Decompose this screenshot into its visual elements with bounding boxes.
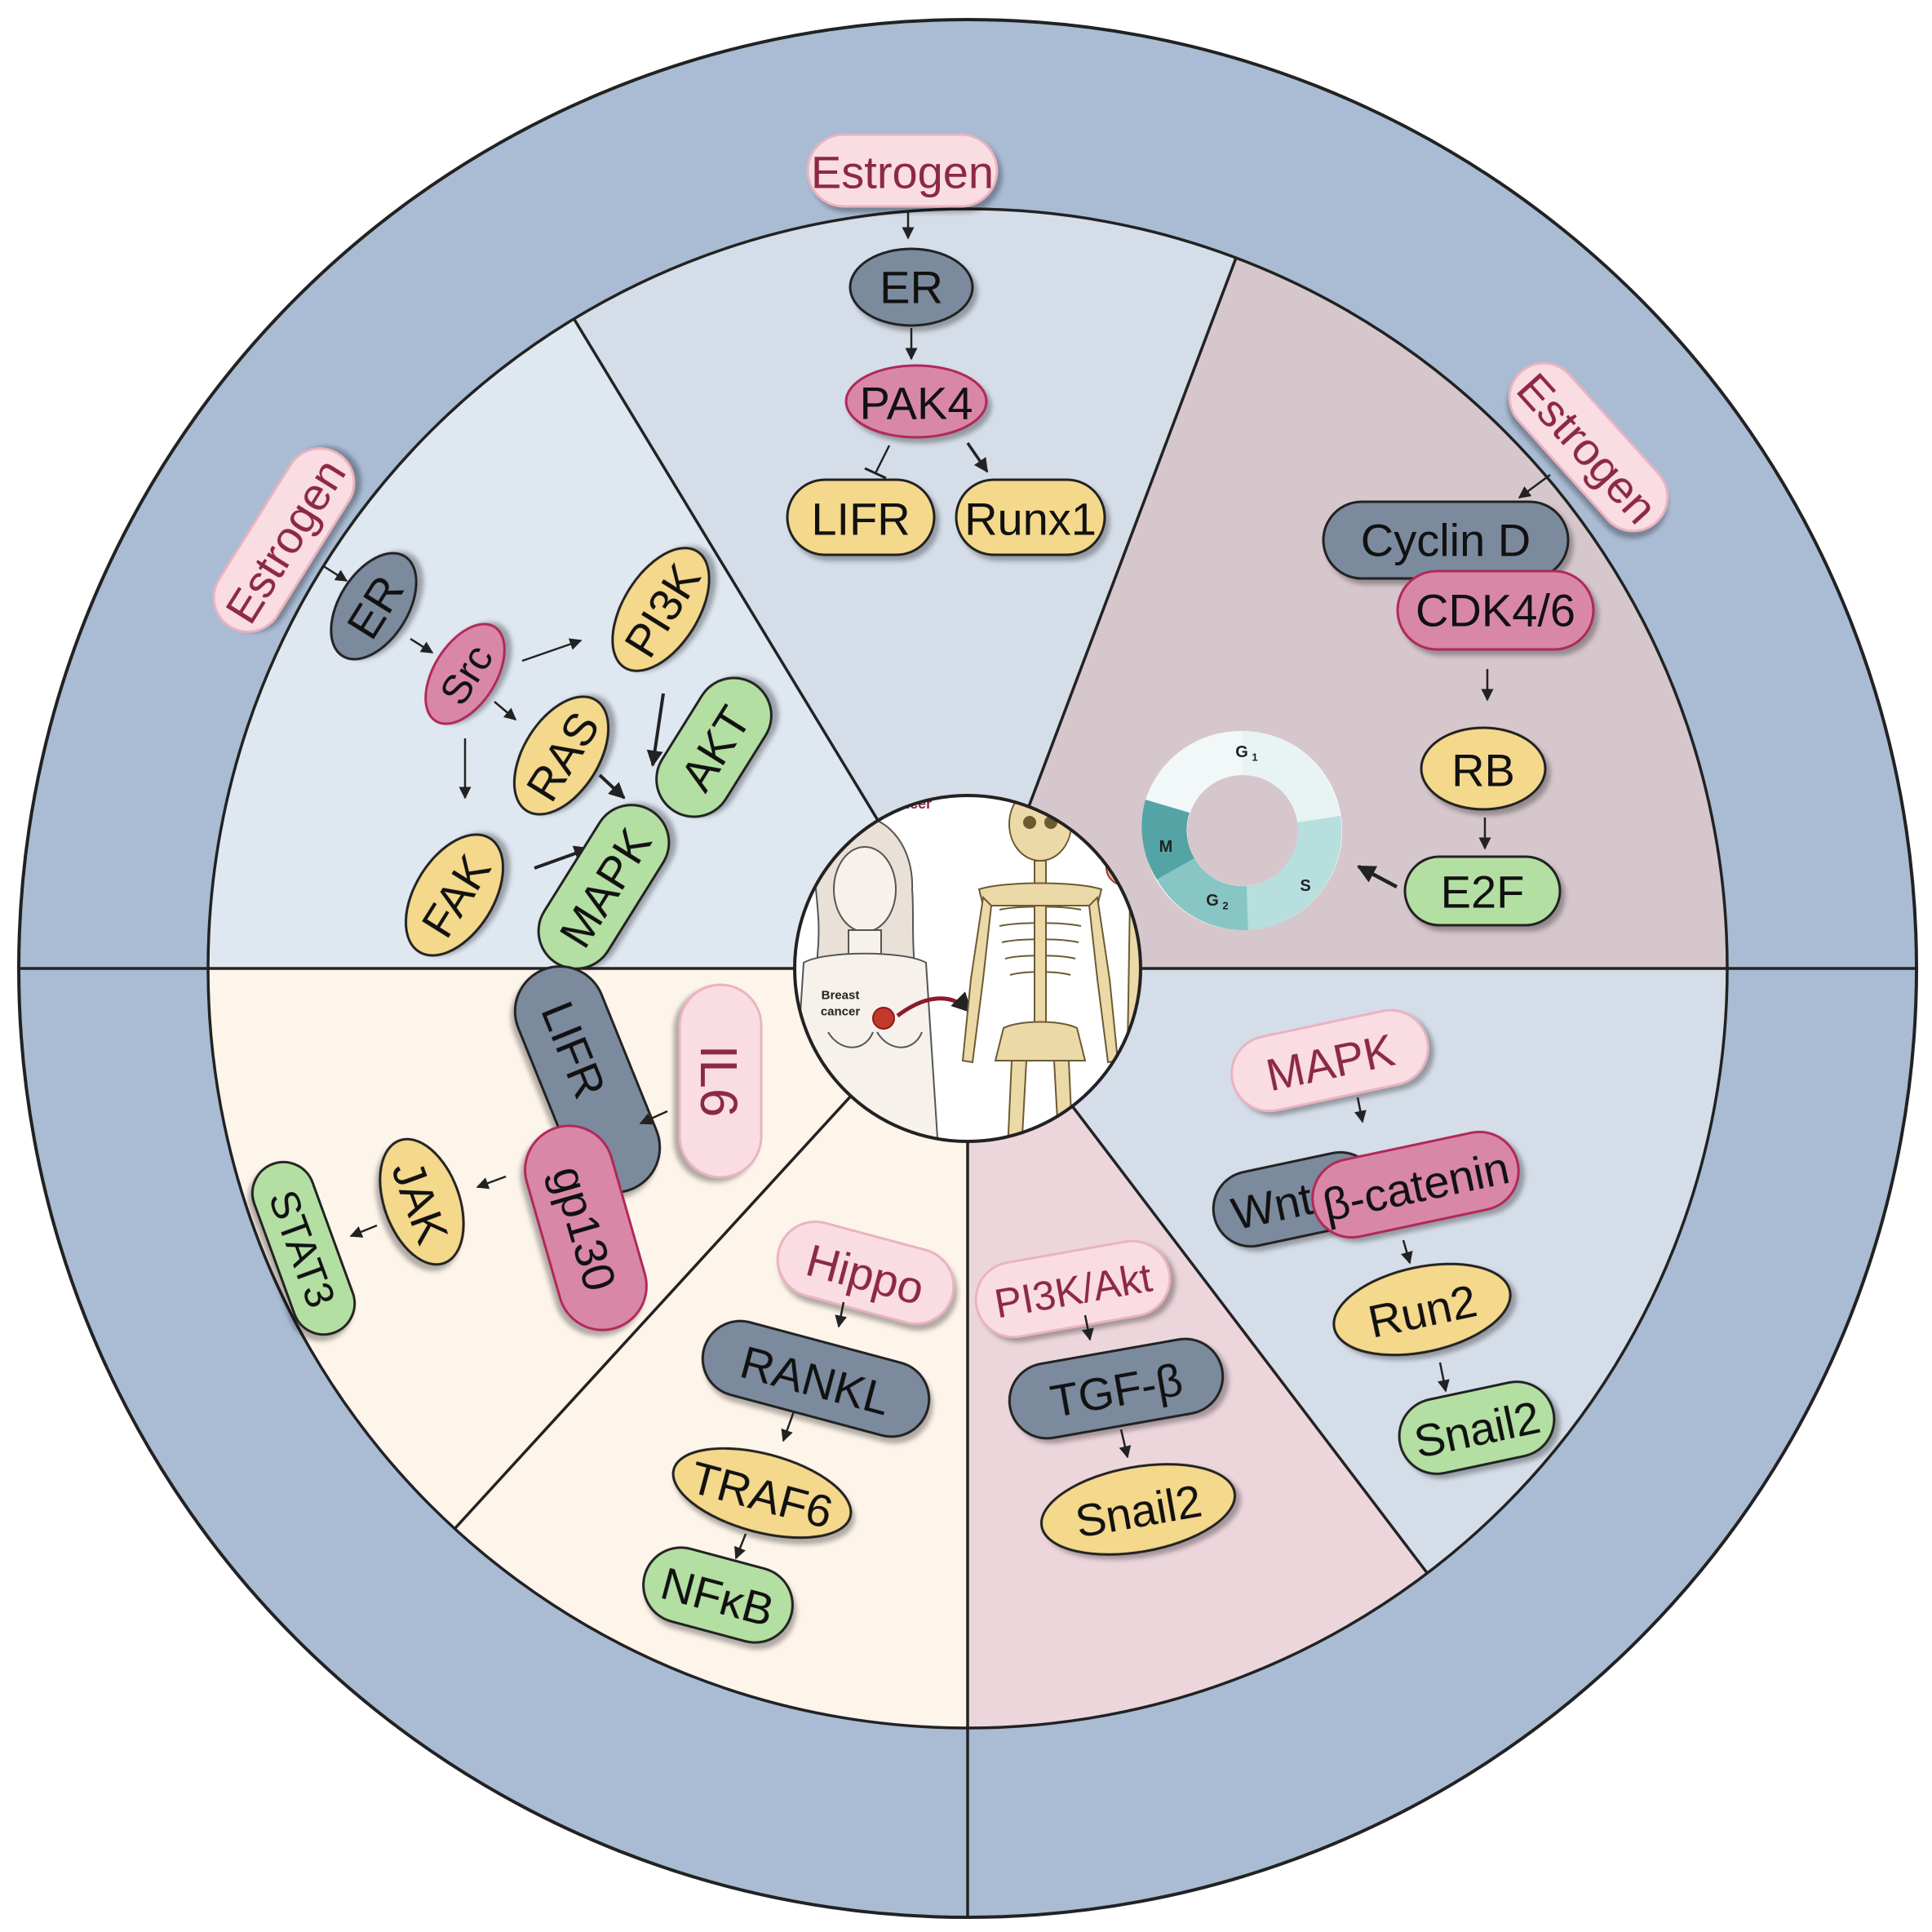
sector-bottom-mid-left: Hippo RANKL TRAF6 NFκB — [642, 1220, 955, 1644]
bl-jak-node: JAK — [379, 1137, 465, 1266]
r-cdk46-node: CDK4/6 — [1396, 569, 1595, 651]
r-cyclin-d-node: Cyclin D — [1322, 500, 1570, 580]
br-snail2-node: Snail2 — [1398, 1380, 1556, 1475]
bml-nfkb-node: NFκB — [642, 1546, 794, 1644]
cycle-g2-label: G — [1206, 892, 1219, 910]
top-runx1-label: Runx1 — [964, 494, 1097, 545]
br-bcatenin-node: β-catenin — [1311, 1130, 1520, 1239]
bmr-tgfb-node: TGF-β — [1008, 1337, 1225, 1440]
center-illustration: Breast cancer ancer — [793, 794, 1142, 1143]
cycle-g1-label: G — [1235, 743, 1248, 761]
top-pak4-label: PAK4 — [859, 378, 973, 429]
tl-pi3k-node: PI3K — [611, 547, 711, 672]
top-pak4-node: PAK4 — [844, 364, 988, 439]
tl-mapk-node: MAPK — [537, 804, 671, 970]
skeleton-figure — [961, 795, 1119, 1141]
cycle-s-label: S — [1300, 877, 1310, 895]
center-outline — [793, 794, 1142, 1143]
r-cyclin-d-label: Cyclin D — [1361, 515, 1531, 566]
bl-lifr-node: LIFR — [513, 965, 662, 1194]
cycle-g1-arc — [1243, 731, 1340, 822]
cycle-g1-sub: 1 — [1252, 751, 1257, 764]
cycle-g2-arc — [1157, 858, 1248, 931]
sector-top-fill — [574, 208, 1236, 968]
top-er-label: ER — [880, 262, 943, 313]
cycle-pre-g1-arc — [1145, 730, 1243, 813]
top-estrogen-label: Estrogen — [811, 147, 994, 198]
metastasis-arrow — [896, 991, 973, 1018]
sector-top-left: Estrogen ER Src PI3K RAS AKT — [212, 447, 773, 970]
top-estrogen-node: Estrogen — [806, 133, 999, 208]
cycle-m-arc — [1141, 800, 1194, 880]
bl-il6-node: IL6 — [678, 983, 763, 1179]
top-runx1-node: Runx1 — [955, 478, 1106, 556]
breast-label-line2: cancer — [821, 1005, 861, 1019]
br-run2-node: Run2 — [1332, 1262, 1512, 1357]
sector-bottom-left: LIFR IL6 gp130 JAK STAT3 — [250, 965, 763, 1336]
bmr-snail2-node: Snail2 — [1039, 1463, 1237, 1556]
breast-label-line1: Breast — [822, 989, 860, 1003]
woman-figure — [795, 814, 940, 1141]
bml-hippo-node: Hippo — [776, 1220, 955, 1326]
bl-il6-label: IL6 — [689, 1045, 748, 1118]
r-e2f-label: E2F — [1441, 866, 1525, 918]
sector-top: Estrogen ER PAK4 LIFR Runx1 — [786, 133, 1106, 556]
bl-stat3-node: STAT3 — [250, 1160, 357, 1336]
cell-cycle-ring: G 1 S G 2 M — [1141, 730, 1342, 931]
sector-bottom-right: MAPK Wnt β-catenin Run2 Snail2 — [1212, 1008, 1556, 1475]
sector-bottom-mid-right: PI3K/Akt TGF-β Snail2 — [974, 1239, 1237, 1556]
r-e2f-node: E2F — [1403, 855, 1562, 927]
br-mapk-node: MAPK — [1230, 1008, 1429, 1113]
cycle-g2-sub: 2 — [1222, 900, 1228, 912]
sector-right: Estrogen Cyclin D CDK4/6 RB E2F — [1141, 361, 1669, 931]
cycle-m-label: M — [1159, 838, 1173, 856]
cycle-s-arc — [1247, 816, 1342, 930]
top-er-node: ER — [849, 247, 974, 327]
top-lifr-node: LIFR — [786, 478, 936, 556]
r-rb-label: RB — [1451, 745, 1515, 796]
bmr-pi3k-akt-node: PI3K/Akt — [974, 1239, 1172, 1339]
top-lifr-label: LIFR — [811, 494, 910, 545]
r-cdk46-label: CDK4/6 — [1416, 585, 1575, 636]
r-rb-node: RB — [1420, 726, 1547, 811]
sector-top-left-fill — [207, 318, 968, 968]
tumor-marker — [872, 1007, 895, 1030]
bl-gp130-node: gp130 — [524, 1124, 648, 1332]
